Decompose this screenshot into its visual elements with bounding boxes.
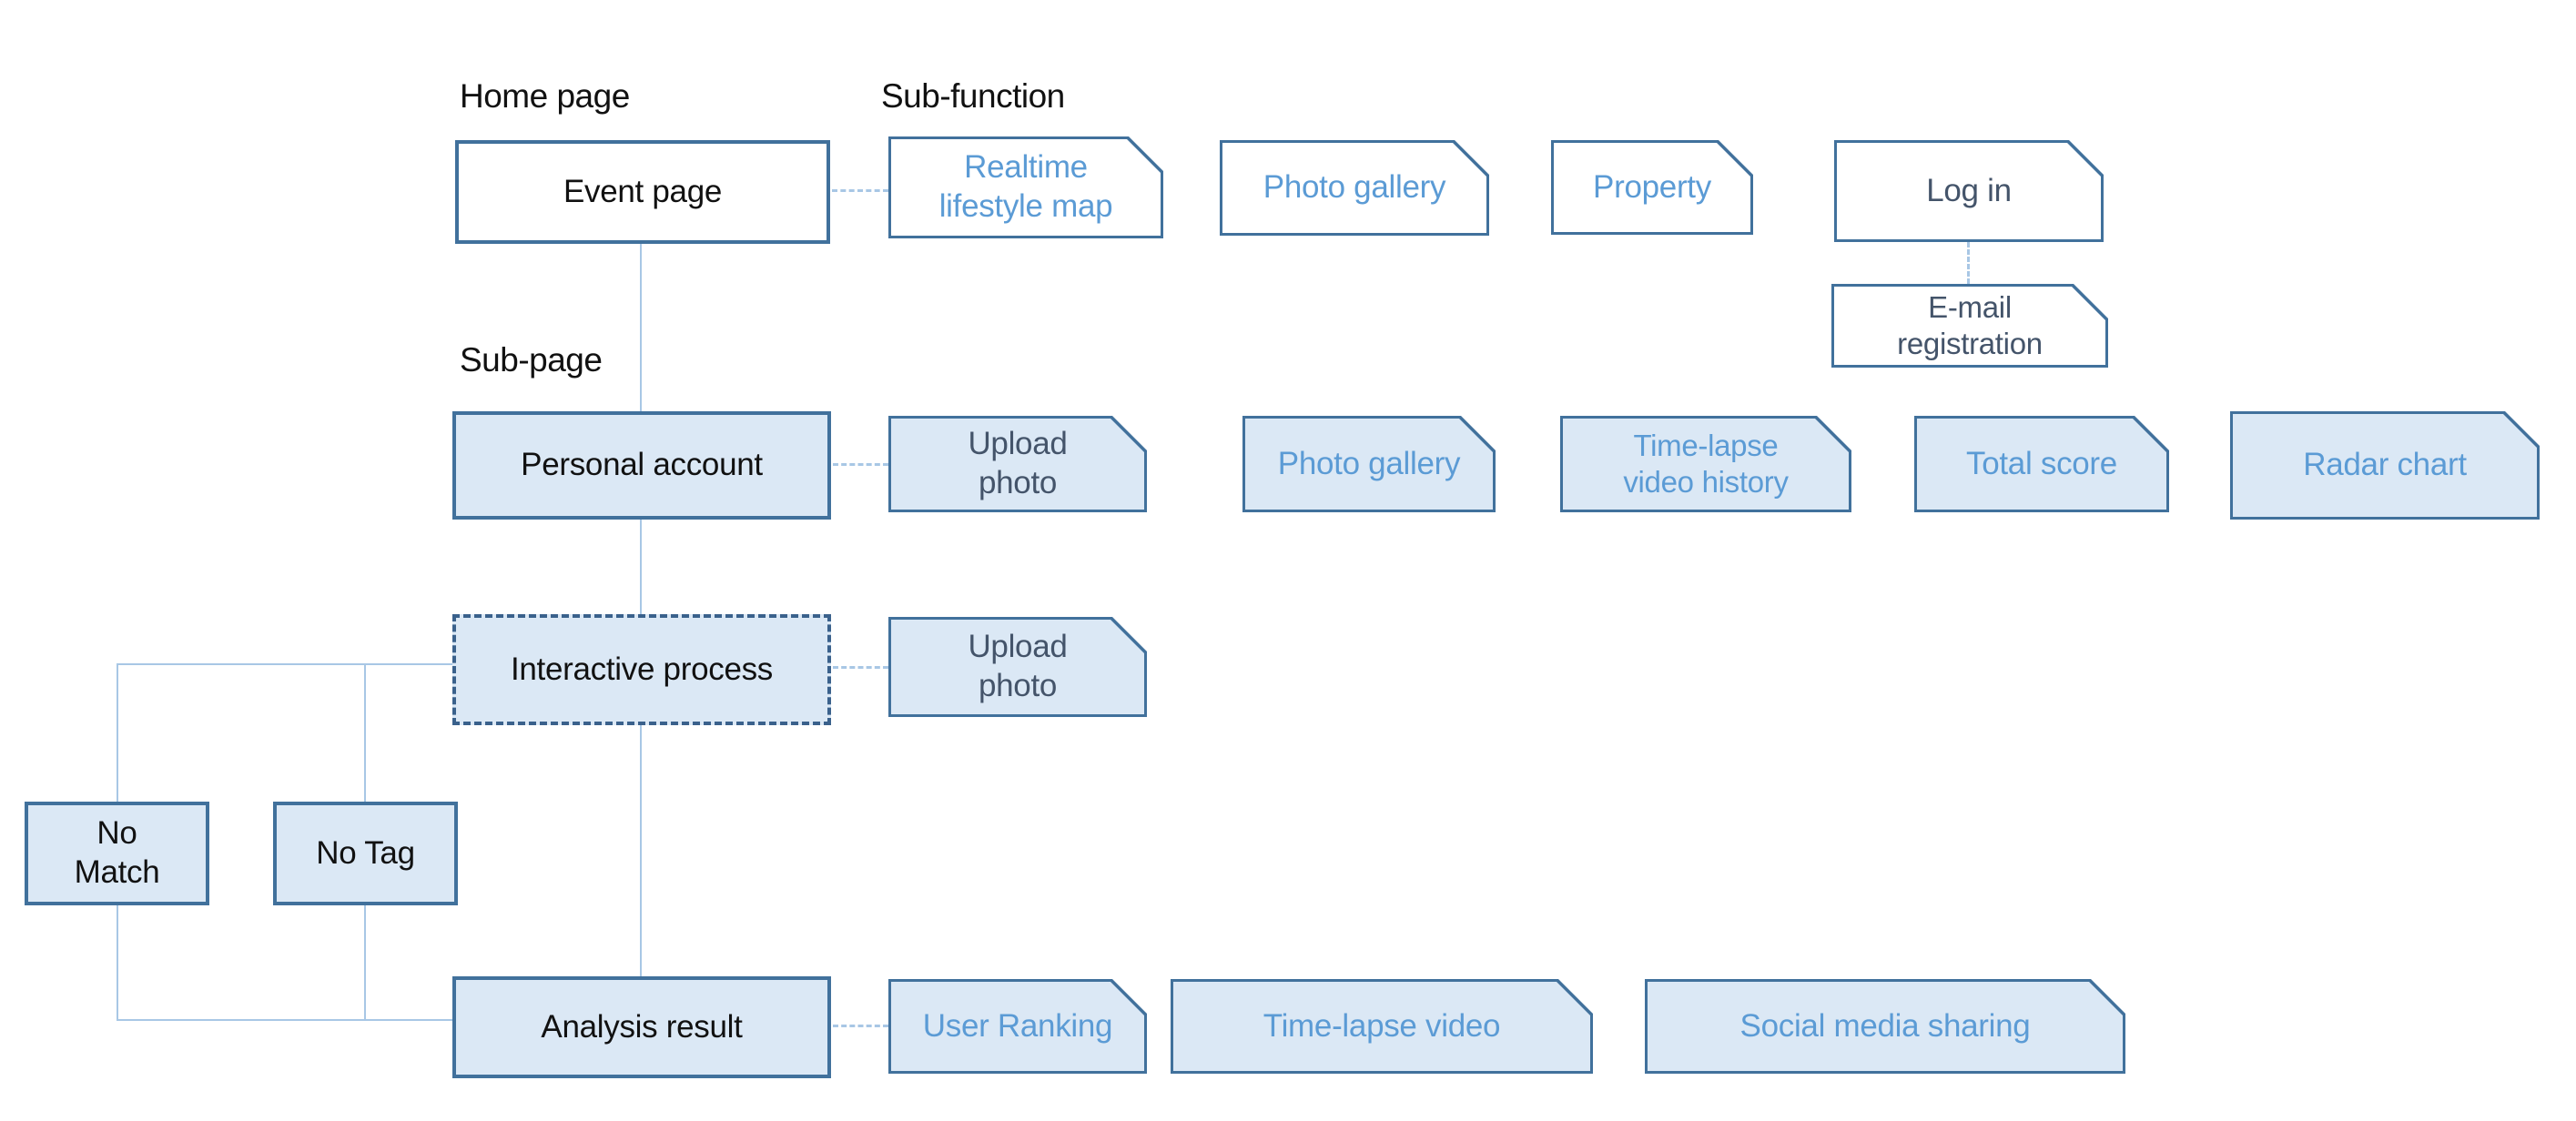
node-no-tag: No Tag xyxy=(273,802,458,905)
node-photo-gallery-sub: Photo gallery xyxy=(1242,416,1496,512)
node-interactive-process: Interactive process xyxy=(452,614,831,725)
label-home-page: Home page xyxy=(460,77,630,115)
node-event-page-label: Event page xyxy=(563,173,723,209)
node-social-media-sharing: Social media sharing xyxy=(1645,979,2125,1074)
label-sub-function: Sub-function xyxy=(881,77,1065,115)
node-personal-account-label: Personal account xyxy=(521,447,763,483)
node-analysis-result: Analysis result xyxy=(452,976,831,1078)
node-personal-account: Personal account xyxy=(452,411,831,520)
node-property-label: Property xyxy=(1593,168,1711,205)
node-photo-gallery-top-label: Photo gallery xyxy=(1263,169,1446,206)
connector-drop-to-no-match xyxy=(117,663,118,802)
connector-interactive-to-upload xyxy=(833,666,888,669)
node-log-in: Log in xyxy=(1834,140,2104,242)
node-upload-photo-2-label: Upload photo xyxy=(968,629,1068,703)
node-email-registration-label: E-mail registration xyxy=(1897,289,2043,360)
connector-login-to-email xyxy=(1967,242,1970,284)
connector-branch-bottom xyxy=(117,1019,452,1021)
node-user-ranking-label: User Ranking xyxy=(922,1007,1113,1044)
node-interactive-process-label: Interactive process xyxy=(510,651,774,687)
label-sub-page: Sub-page xyxy=(460,341,603,379)
node-photo-gallery-sub-label: Photo gallery xyxy=(1277,445,1461,481)
node-log-in-label: Log in xyxy=(1926,172,2012,208)
node-event-page: Event page xyxy=(455,140,830,244)
connector-personal-to-upload xyxy=(833,463,888,466)
node-total-score: Total score xyxy=(1914,416,2169,512)
node-photo-gallery-top: Photo gallery xyxy=(1220,140,1489,236)
connector-no-tag-down xyxy=(364,905,366,1021)
node-realtime-lifestyle-map: Realtime lifestyle map xyxy=(888,136,1163,238)
node-email-registration: E-mail registration xyxy=(1831,284,2108,368)
node-upload-photo-1-label: Upload photo xyxy=(968,426,1068,500)
node-radar-chart: Radar chart xyxy=(2230,411,2540,520)
node-radar-chart-label: Radar chart xyxy=(2303,447,2467,483)
node-upload-photo-2: Upload photo xyxy=(888,617,1147,717)
connector-drop-to-no-tag xyxy=(364,663,366,802)
connector-event-to-personal xyxy=(640,244,642,411)
node-analysis-result-label: Analysis result xyxy=(541,1008,743,1045)
node-total-score-label: Total score xyxy=(1966,445,2117,481)
connector-branch-top xyxy=(117,663,452,665)
connector-analysis-to-ranking xyxy=(833,1025,888,1027)
node-social-media-sharing-label: Social media sharing xyxy=(1739,1007,2031,1044)
node-upload-photo-1: Upload photo xyxy=(888,416,1147,512)
connector-no-match-down xyxy=(117,905,118,1021)
node-timelapse-video-history: Time-lapse video history xyxy=(1560,416,1851,512)
connector-interactive-to-analysis xyxy=(640,725,642,976)
node-user-ranking: User Ranking xyxy=(888,979,1147,1074)
connector-personal-to-interactive xyxy=(640,520,642,614)
node-realtime-lifestyle-map-label: Realtime lifestyle map xyxy=(938,149,1113,224)
node-timelapse-video: Time-lapse video xyxy=(1171,979,1593,1074)
node-property: Property xyxy=(1551,140,1753,235)
node-no-match: No Match xyxy=(25,802,209,905)
node-timelapse-video-label: Time-lapse video xyxy=(1263,1007,1501,1044)
node-no-match-label: No Match xyxy=(74,815,160,890)
node-no-tag-label: No Tag xyxy=(316,834,415,871)
node-timelapse-video-history-label: Time-lapse video history xyxy=(1623,428,1789,499)
connector-event-to-realtime xyxy=(832,189,888,192)
